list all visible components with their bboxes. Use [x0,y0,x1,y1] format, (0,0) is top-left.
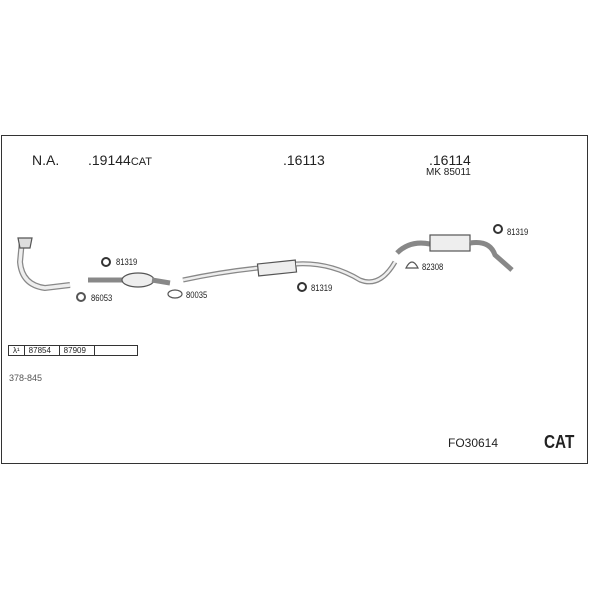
front-pipe [16,237,71,292]
hanger-label: 81319 [311,283,333,293]
catalytic-converter [88,272,171,288]
center-pipe [182,259,398,285]
catalyst-type: CAT [544,432,575,452]
gasket-label: 86053 [91,293,113,303]
clamp-label: 82308 [422,262,444,272]
part-number-center: .16113 [283,152,325,168]
mounting-kit-label: MK 85011 [426,167,471,178]
hanger-label: 81319 [116,257,138,267]
kit-code: FO30614 [448,436,499,450]
gasket-icons [76,261,419,302]
rear-muffler [395,234,514,272]
part-number-rear: .16114 [429,152,471,168]
lambda-symbol: λ¹ [8,345,25,356]
reference-number: 378-845 [9,373,43,383]
lambda-cell [93,345,138,356]
lambda-cell: 87854 [23,345,60,356]
part-number: .19144 [88,152,131,168]
hanger-icons [101,224,503,292]
gasket-label: 80035 [186,290,208,300]
diagram-frame [1,135,588,464]
part-number-front: .19144CAT [88,152,152,168]
hanger-label: 81319 [507,227,529,237]
part-suffix: CAT [130,156,153,168]
lambda-sensor-table: λ¹ 87854 87909 [8,345,138,356]
lambda-cell: 87909 [58,345,95,356]
na-label: N.A. [32,152,60,168]
